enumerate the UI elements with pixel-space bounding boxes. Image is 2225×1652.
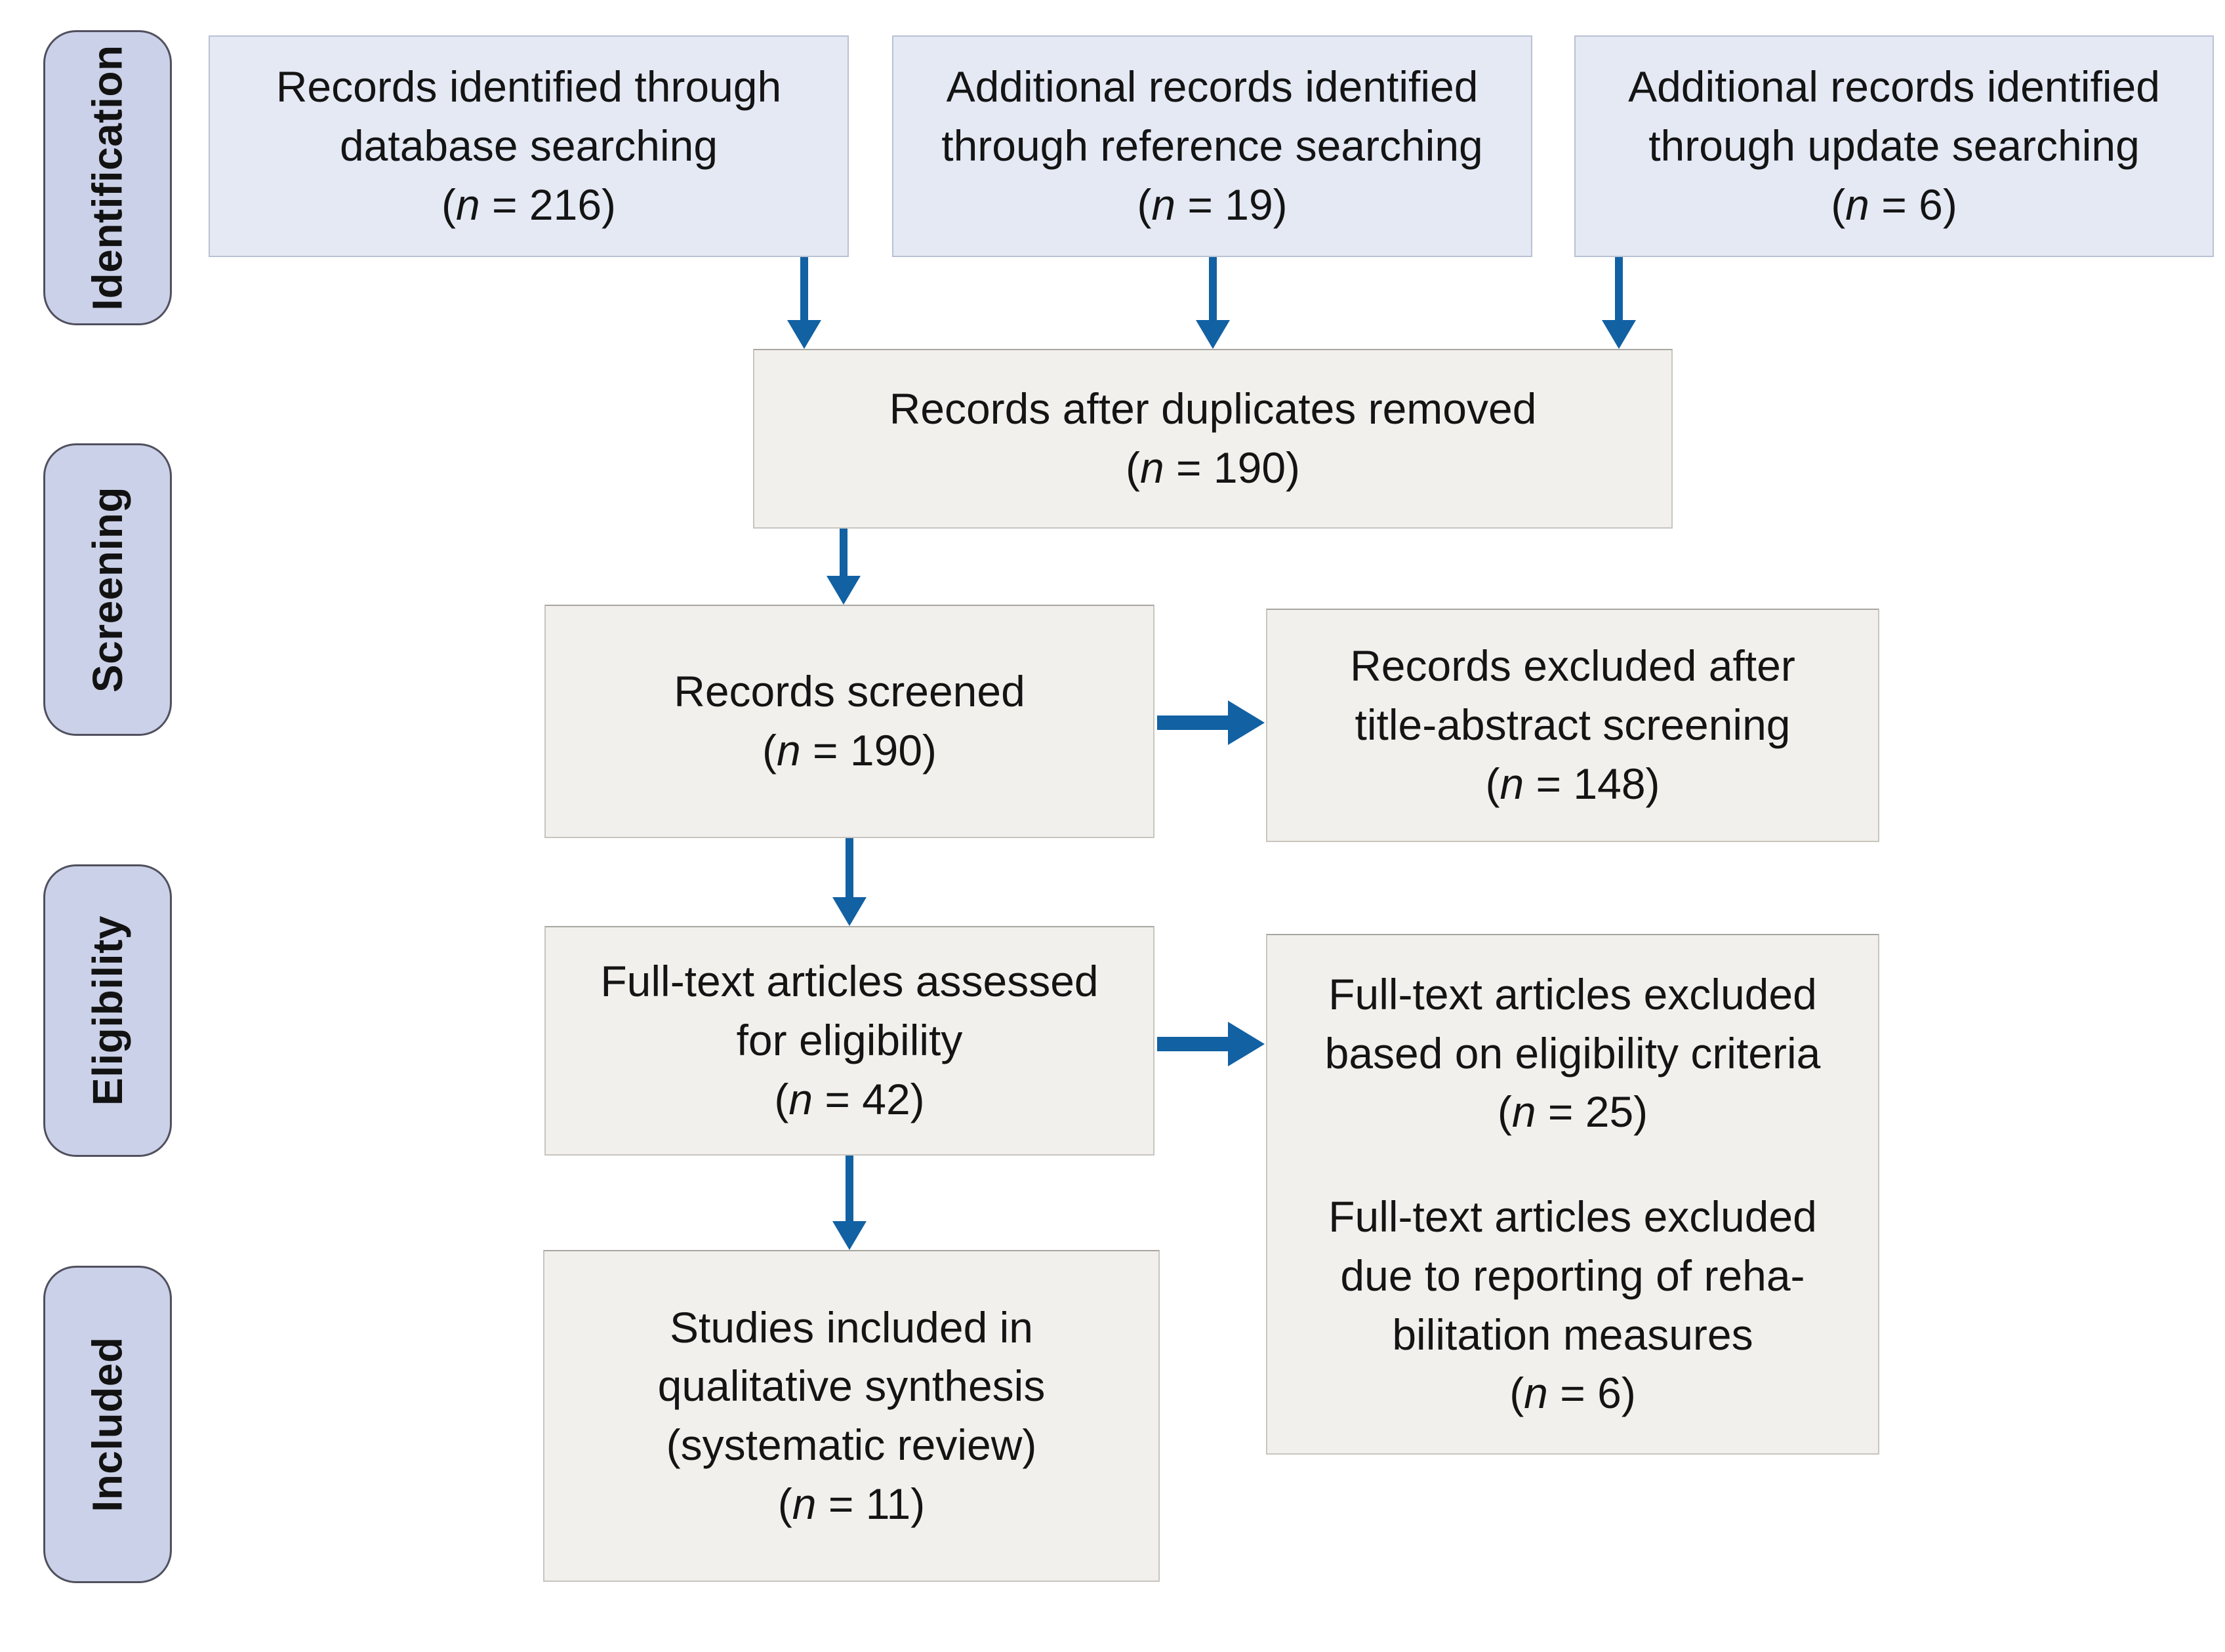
stage-label: Included bbox=[84, 1337, 131, 1512]
box-line: due to reporting of reha- bbox=[1340, 1251, 1805, 1300]
stage-screening: Screening bbox=[43, 443, 172, 736]
box-line: through update searching bbox=[1648, 121, 2140, 171]
n-open: ( bbox=[441, 180, 456, 229]
box-line: Records identified through bbox=[276, 62, 782, 111]
box-line: Records screened bbox=[674, 667, 1025, 716]
n-open: ( bbox=[774, 1074, 789, 1123]
n-open: ( bbox=[1125, 443, 1140, 492]
n-symbol: n bbox=[1151, 180, 1176, 229]
box-records-screened: Records screened (n = 190) bbox=[544, 605, 1154, 838]
n-count: (n = 148) bbox=[1485, 755, 1660, 814]
excluded-eligibility-paragraph: Full-text articles excluded based on eli… bbox=[1325, 965, 1821, 1142]
n-symbol: n bbox=[1845, 180, 1869, 229]
box-line: based on eligibility criteria bbox=[1324, 1028, 1821, 1078]
arrow-down-screened-to-fulltext-icon bbox=[832, 838, 867, 926]
box-line: bilitation measures bbox=[1392, 1310, 1753, 1359]
n-symbol: n bbox=[1511, 1087, 1536, 1137]
stage-label: Eligibility bbox=[84, 916, 131, 1106]
arrow-down-ref-to-dedup-icon bbox=[1196, 257, 1230, 349]
box-line: Full-text articles excluded bbox=[1328, 969, 1817, 1018]
n-value: = 11) bbox=[816, 1479, 926, 1528]
box-records-reference-search: Additional records identified through re… bbox=[892, 35, 1532, 257]
n-value: = 190) bbox=[1164, 443, 1301, 492]
stage-identification: Identification bbox=[43, 30, 172, 325]
box-line: Records excluded after bbox=[1350, 641, 1795, 691]
box-line: Additional records identified bbox=[946, 62, 1479, 111]
n-open: ( bbox=[1137, 180, 1152, 229]
n-symbol: n bbox=[788, 1074, 813, 1123]
n-count: (n = 11) bbox=[778, 1475, 925, 1534]
stage-eligibility: Eligibility bbox=[43, 864, 172, 1157]
n-count: (n = 6) bbox=[1831, 176, 1957, 235]
n-symbol: n bbox=[1500, 759, 1524, 808]
n-symbol: n bbox=[776, 726, 801, 775]
n-value: = 216) bbox=[480, 180, 617, 229]
n-count: (n = 19) bbox=[1137, 176, 1287, 235]
box-records-excluded-screening: Records excluded after title-abstract sc… bbox=[1266, 609, 1879, 842]
n-value: = 25) bbox=[1536, 1087, 1648, 1137]
stage-included: Included bbox=[43, 1266, 172, 1583]
box-line: (systematic review) bbox=[666, 1420, 1037, 1469]
arrow-down-update-to-dedup-icon bbox=[1602, 257, 1636, 349]
arrow-down-fulltext-to-included-icon bbox=[832, 1156, 867, 1250]
n-count: (n = 190) bbox=[762, 721, 937, 780]
n-symbol: n bbox=[1524, 1369, 1548, 1418]
n-symbol: n bbox=[792, 1479, 817, 1528]
n-value: = 190) bbox=[800, 726, 937, 775]
box-line: Studies included in bbox=[669, 1302, 1034, 1352]
box-line: for eligibility bbox=[736, 1016, 963, 1065]
box-line: database searching bbox=[339, 121, 718, 171]
box-line: Full-text articles excluded bbox=[1328, 1192, 1817, 1241]
n-open: ( bbox=[1485, 759, 1500, 808]
stage-label: Identification bbox=[84, 45, 131, 311]
n-open: ( bbox=[762, 726, 777, 775]
box-line: qualitative synthesis bbox=[657, 1361, 1046, 1411]
arrow-down-dedup-to-screened-icon bbox=[827, 529, 861, 605]
n-count: (n = 6) bbox=[1509, 1364, 1636, 1423]
arrow-right-fulltext-to-excluded-icon bbox=[1157, 1022, 1265, 1066]
n-value: = 148) bbox=[1524, 759, 1660, 808]
box-line: Records after duplicates removed bbox=[889, 384, 1537, 433]
excluded-rehabilitation-paragraph: Full-text articles excluded due to repor… bbox=[1328, 1188, 1817, 1423]
n-open: ( bbox=[1831, 180, 1846, 229]
n-symbol: n bbox=[1139, 443, 1164, 492]
n-value: = 42) bbox=[813, 1074, 925, 1123]
stage-label: Screening bbox=[84, 487, 131, 693]
n-count: (n = 25) bbox=[1498, 1083, 1648, 1142]
box-studies-included: Studies included in qualitative synthesi… bbox=[543, 1250, 1160, 1582]
n-value: = 6) bbox=[1869, 180, 1957, 229]
n-open: ( bbox=[1497, 1087, 1512, 1137]
box-fulltext-excluded: Full-text articles excluded based on eli… bbox=[1266, 934, 1879, 1455]
box-records-database-search: Records identified through database sear… bbox=[209, 35, 849, 257]
n-count: (n = 42) bbox=[774, 1070, 924, 1129]
n-count: (n = 216) bbox=[441, 176, 616, 235]
n-open: ( bbox=[1509, 1369, 1524, 1418]
arrow-right-screened-to-excluded-icon bbox=[1157, 700, 1265, 745]
box-line: through reference searching bbox=[941, 121, 1483, 171]
n-count: (n = 190) bbox=[1126, 439, 1300, 498]
arrow-down-db-to-dedup-icon bbox=[787, 257, 821, 349]
n-symbol: n bbox=[455, 180, 480, 229]
n-value: = 6) bbox=[1547, 1369, 1636, 1418]
box-records-update-search: Additional records identified through up… bbox=[1574, 35, 2214, 257]
n-open: ( bbox=[777, 1479, 792, 1528]
box-line: title-abstract screening bbox=[1355, 700, 1791, 750]
box-line: Additional records identified bbox=[1628, 62, 2160, 111]
box-fulltext-assessed: Full-text articles assessed for eligibil… bbox=[544, 926, 1154, 1156]
box-line: Full-text articles assessed bbox=[600, 957, 1099, 1006]
n-value: = 19) bbox=[1175, 180, 1288, 229]
box-duplicates-removed: Records after duplicates removed (n = 19… bbox=[753, 349, 1673, 529]
